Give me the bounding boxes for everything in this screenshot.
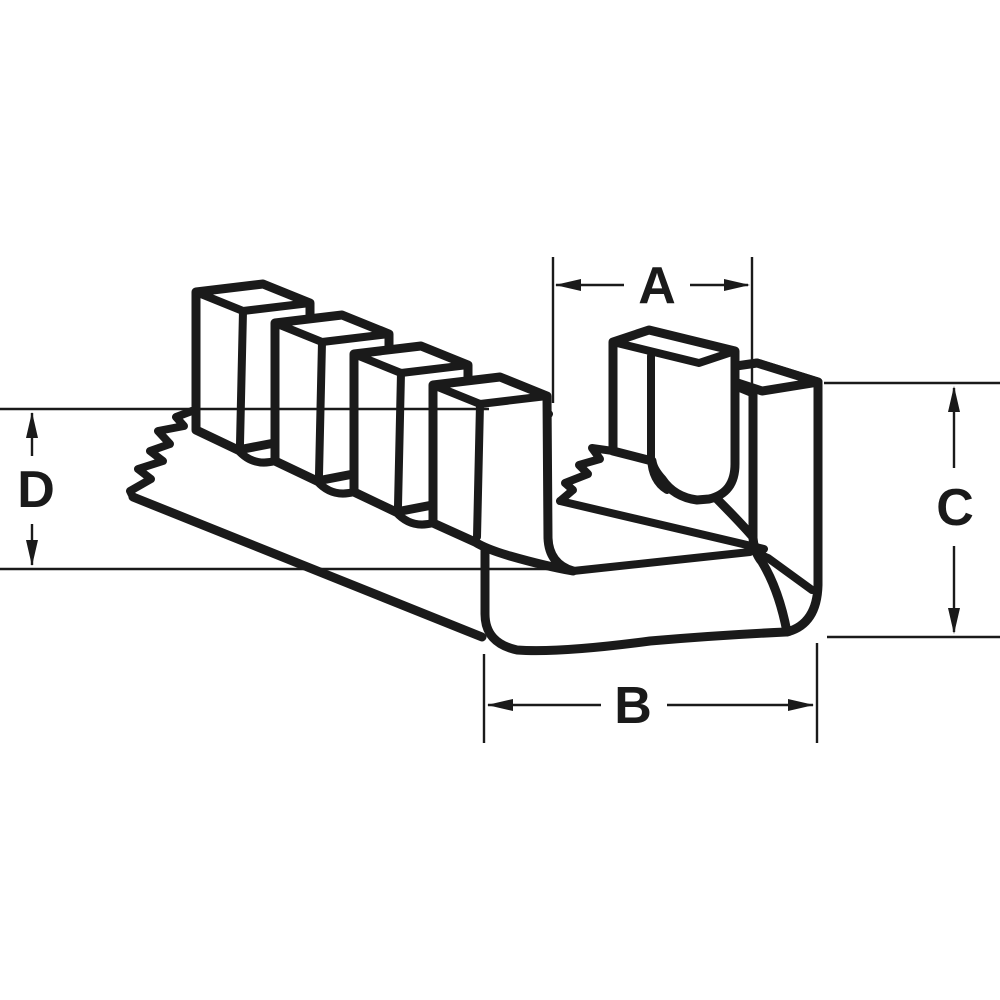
tooth-right (608, 325, 740, 505)
rail-scallop-1 (234, 446, 279, 467)
arrowhead-down-icon (948, 608, 960, 634)
part-drawing (126, 279, 823, 656)
rail-scallop-3 (392, 508, 437, 529)
break-line-left (126, 407, 196, 501)
tooth-top-front-edges (609, 338, 739, 367)
tooth-face-divider (394, 369, 405, 510)
dimension-a: A (551, 257, 754, 403)
tooth-body (428, 372, 578, 576)
arrowhead-down-icon (26, 540, 38, 566)
dimension-label-b: B (614, 677, 652, 735)
dimension-label-a: A (638, 257, 676, 315)
arrowhead-right-icon (788, 699, 814, 711)
channel-floor-front-edge (569, 548, 754, 575)
arrowhead-right-icon (724, 279, 750, 291)
rail-bottom-edge (128, 492, 487, 642)
dimension-c: C (824, 381, 1000, 639)
arrowhead-left-icon (487, 699, 513, 711)
dimension-b: B (482, 643, 819, 743)
channel-floor-rear-edge (556, 497, 768, 553)
tooth-face-divider (473, 400, 484, 541)
dimension-label-c: C (936, 479, 974, 537)
dimension-d: D (0, 407, 559, 571)
arrowhead-up-icon (26, 412, 38, 438)
rail-scallop-2 (313, 477, 358, 498)
end-piece-outer-edge (480, 399, 791, 656)
tooth-4 (428, 372, 578, 576)
break-line-middle (556, 444, 617, 505)
tooth-face-divider (647, 352, 671, 494)
dimension-label-d: D (17, 461, 55, 519)
arrowhead-left-icon (555, 279, 581, 291)
arrowhead-up-icon (948, 386, 960, 412)
tooth-face-divider (236, 307, 247, 448)
